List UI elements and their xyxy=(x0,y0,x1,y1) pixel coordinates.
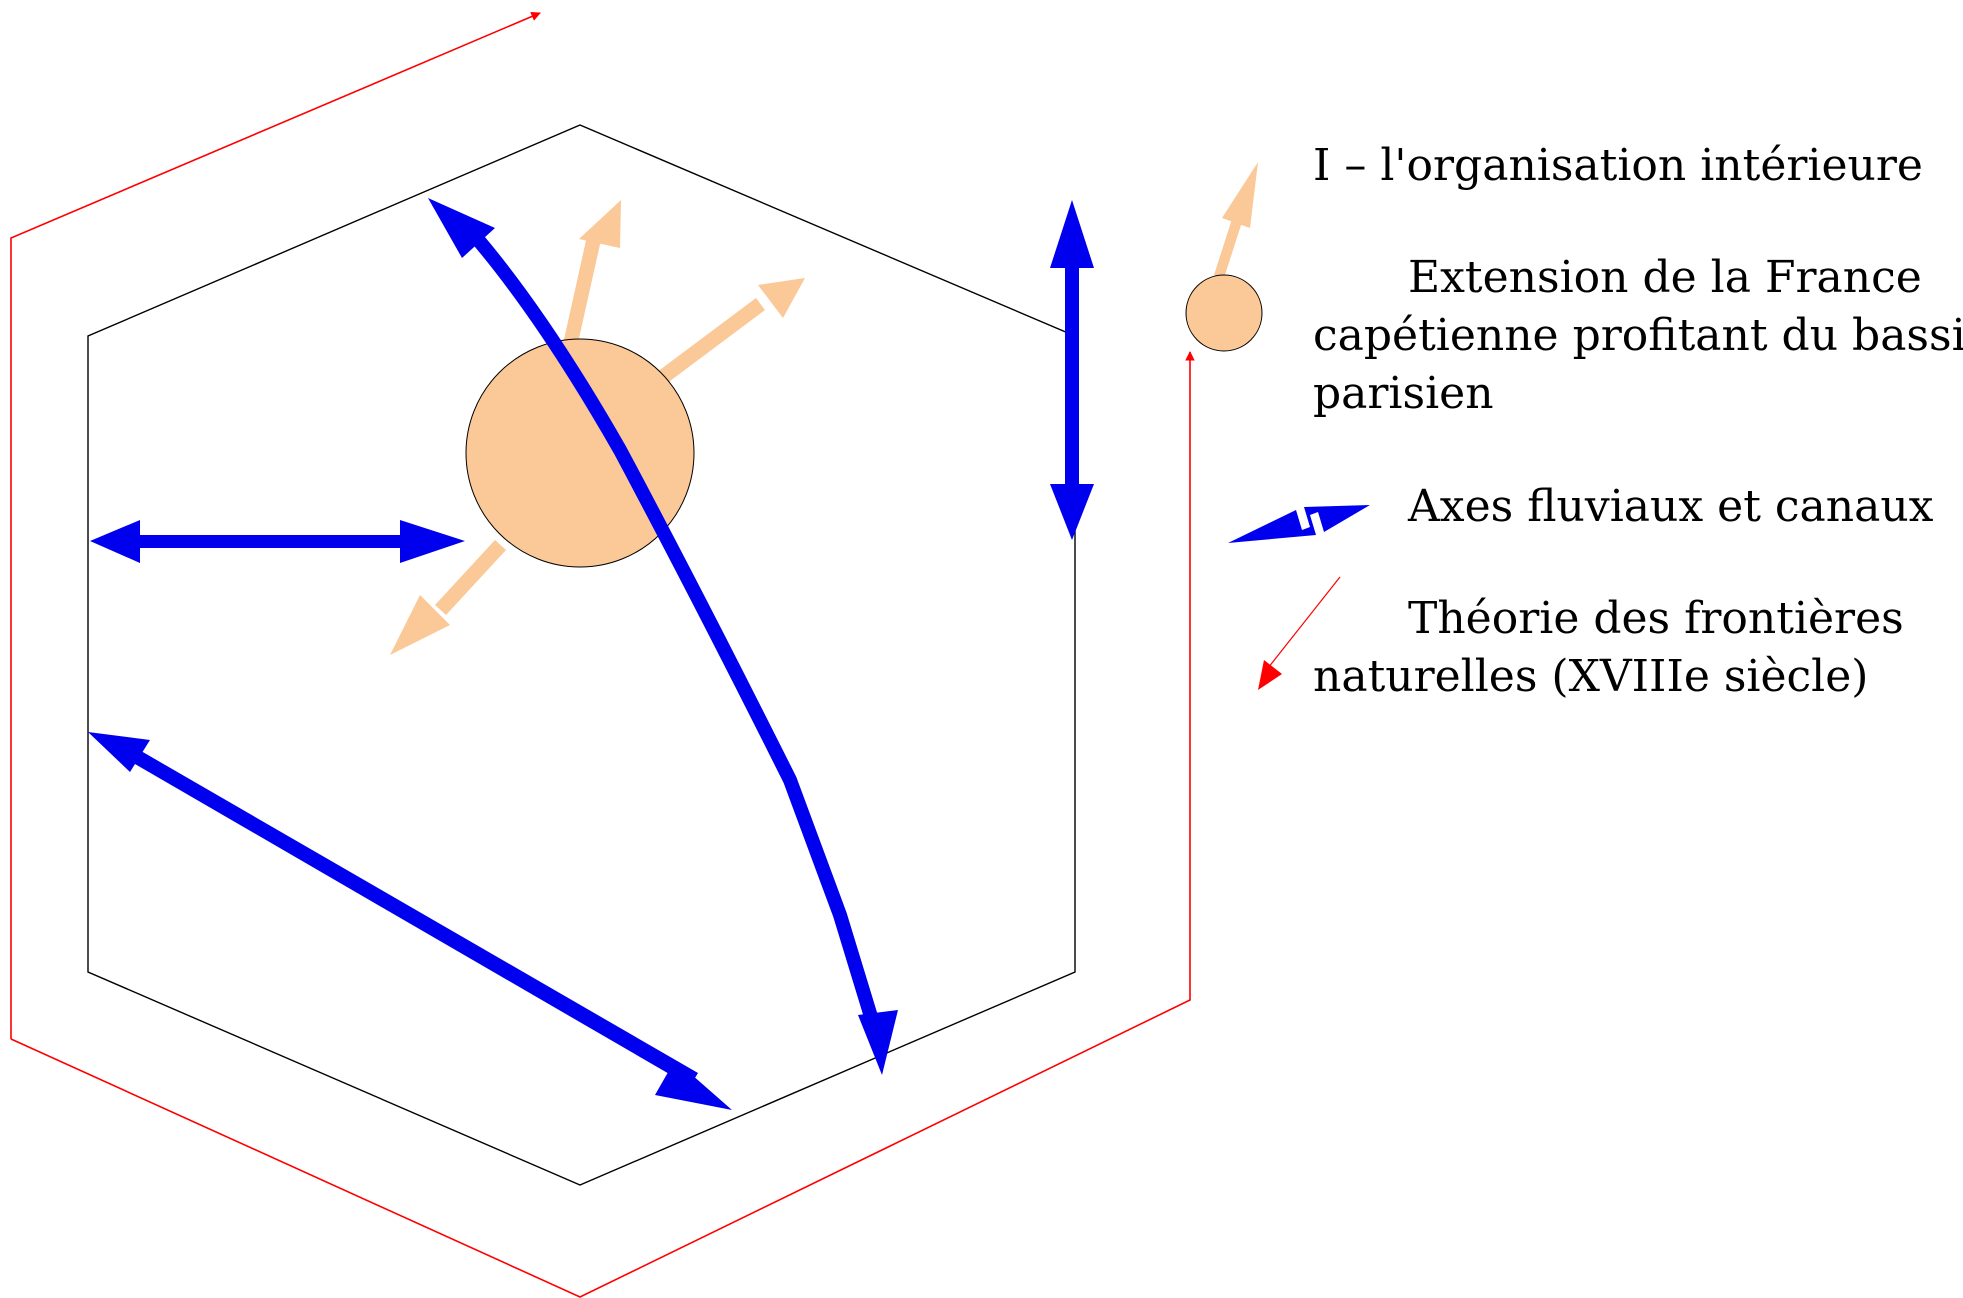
legend-title: I – l'organisation intérieure xyxy=(1313,140,1923,191)
extension-arrow-northeast xyxy=(649,278,805,390)
waterway-long-head-north xyxy=(428,198,495,258)
waterway-west xyxy=(90,520,465,563)
waterway-axes xyxy=(88,200,1094,1110)
waterway-east xyxy=(1050,200,1094,540)
waterway-long-head-south xyxy=(858,1010,898,1075)
paris-basin-circle xyxy=(465,338,695,568)
waterway-long-curved xyxy=(462,223,879,1023)
natural-frontier-line-lower xyxy=(10,351,1195,1298)
circle-with-arrows-icon xyxy=(1185,162,1263,352)
double-headed-arrow-icon xyxy=(1228,505,1370,543)
extension-arrow-north xyxy=(559,200,621,365)
legend-extension-line2: capétienne profitant du bassin xyxy=(1313,310,1963,361)
thin-red-arrow-icon xyxy=(1258,576,1341,690)
natural-frontier-line xyxy=(10,11,541,1039)
legend-frontieres-line2: naturelles (XVIIIe siècle) xyxy=(1313,651,1869,702)
legend-axes: Axes fluviaux et canaux xyxy=(1408,481,1934,532)
extension-arrows xyxy=(390,200,805,655)
legend-extension-line1: Extension de la France xyxy=(1408,252,1922,303)
waterway-southwest xyxy=(88,732,732,1110)
legend-extension-line3: parisien xyxy=(1313,368,1494,419)
legend-frontieres-line1: Théorie des frontières xyxy=(1408,593,1904,644)
extension-arrow-southwest xyxy=(390,540,506,655)
